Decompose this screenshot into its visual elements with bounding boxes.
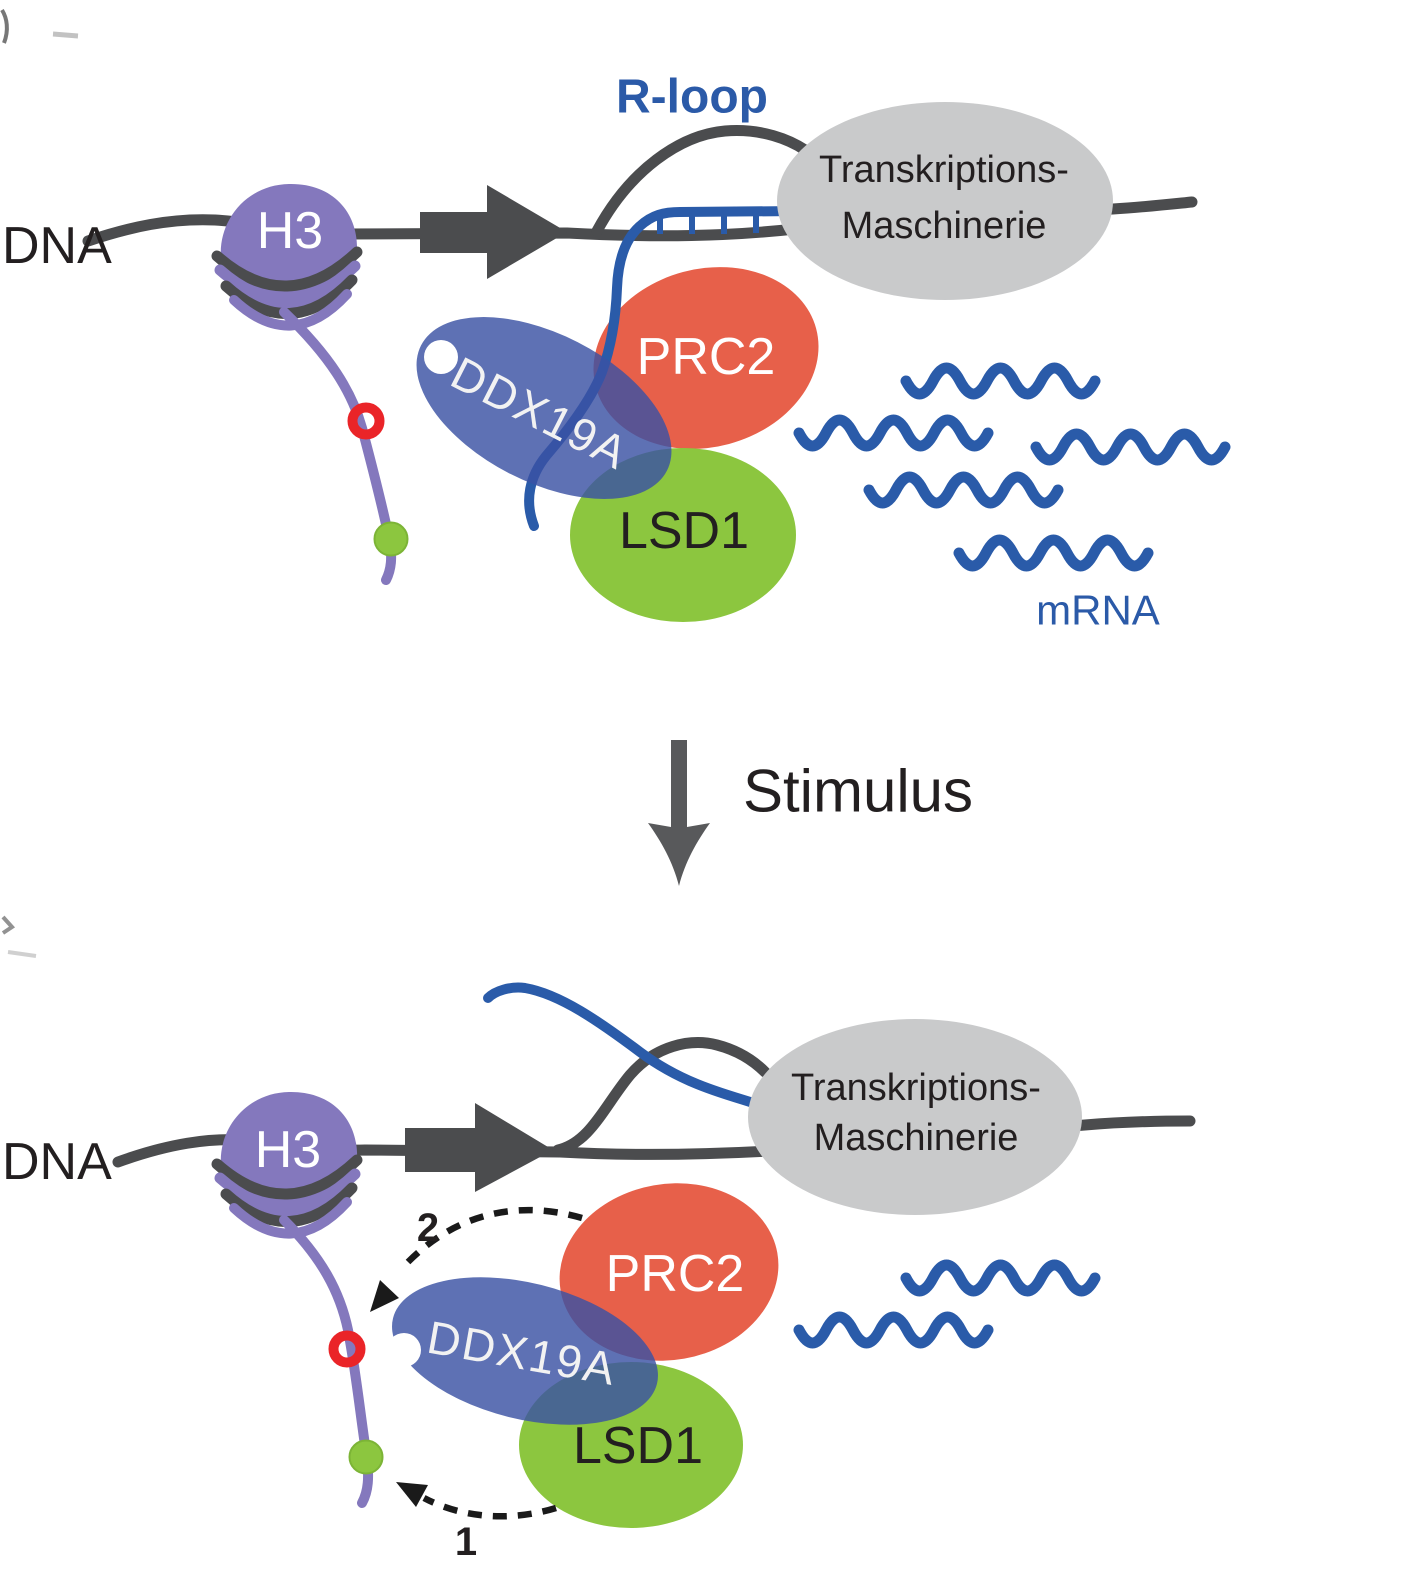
machinery-label-line2: Maschinerie [814, 1117, 1019, 1159]
rloop-label: R-loop [616, 71, 768, 124]
ddx19a-notch [424, 340, 458, 374]
mrna-wave [953, 534, 1154, 572]
ddx19a-ellipse [392, 1277, 658, 1425]
released-rna-strand [483, 982, 762, 1109]
transcription-start-arrow-icon [420, 185, 567, 279]
prc2-label: PRC2 [637, 328, 776, 386]
action-arrow-2-path [405, 1206, 583, 1265]
lsd1-label: LSD1 [619, 502, 749, 560]
mrna-wave [793, 1311, 994, 1349]
scan-artifact-mid-left-angle [1, 915, 16, 935]
mrna-waves [793, 362, 1231, 572]
stimulus-transition: Stimulus [648, 740, 973, 886]
transcription-start-arrow-icon [405, 1103, 553, 1192]
displaced-dna-arc [552, 1037, 771, 1156]
red-ring-mark [347, 402, 385, 440]
mrna-waves [793, 1259, 1101, 1349]
mrna-wave [900, 1259, 1101, 1297]
mrna-wave [900, 362, 1101, 400]
prc2-label: PRC2 [606, 1245, 745, 1303]
machinery-label-line1: Transkriptions- [791, 1067, 1041, 1109]
green-dot-mark [348, 1439, 384, 1475]
bottom-panel: H3 DDX19A PRC2 LSD1 Transkriptions- Masc… [2, 982, 1196, 1564]
rloop-displaced-dna-arc [591, 125, 811, 237]
lsd1-label: LSD1 [573, 1417, 703, 1475]
step1-label: 1 [455, 1520, 477, 1564]
scan-artifact-top-dash [52, 31, 79, 39]
scan-artifact-top-left [0, 8, 9, 44]
mrna-wave [863, 471, 1064, 509]
histone-label: H3 [255, 1121, 321, 1179]
dna-label: DNA [2, 217, 112, 275]
transcription-machinery-ellipse [748, 1019, 1082, 1215]
scan-artifact-mid-left-line [7, 950, 37, 958]
stimulus-label: Stimulus [743, 758, 973, 825]
mrna-wave [793, 414, 994, 452]
green-dot-mark [373, 521, 409, 557]
down-arrow-icon [648, 740, 710, 886]
step2-label: 2 [417, 1206, 439, 1250]
transcription-machinery-ellipse [777, 102, 1113, 300]
ddx19a-ellipse [416, 317, 672, 499]
rna-dna-hybrid-rungs [657, 213, 759, 234]
top-panel: H3 DDX19A PRC2 LSD1 Transkriptions- Masc… [2, 71, 1231, 634]
mrna-wave [1030, 428, 1231, 466]
red-ring-mark [328, 1330, 366, 1368]
action-arrow-1-path [422, 1495, 557, 1520]
mrna-label: mRNA [1036, 587, 1160, 634]
action-arrow-2-head-icon [370, 1280, 399, 1312]
scan-artifacts [0, 8, 79, 958]
machinery-label-line1: Transkriptions- [819, 149, 1069, 191]
dna-label: DNA [2, 1133, 112, 1191]
machinery-label-line2: Maschinerie [842, 205, 1047, 247]
ddx19a-notch [387, 1333, 421, 1367]
histone-label: H3 [257, 202, 323, 260]
action-arrow-1-head-icon [396, 1482, 428, 1507]
